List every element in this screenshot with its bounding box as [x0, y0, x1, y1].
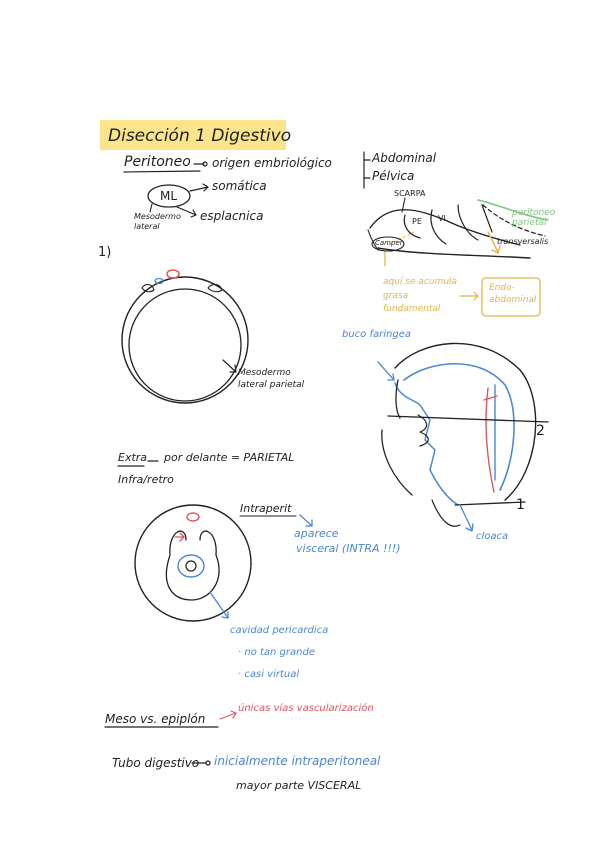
- mayor-parte-label: mayor parte VISCERAL: [236, 779, 362, 792]
- inicialmente-label: inicialmente intraperitoneal: [214, 754, 381, 768]
- page-title: Disección 1 Digestivo: [108, 126, 292, 146]
- unicas-vias-label: únicas vías vascularización: [238, 703, 374, 714]
- endo-box: [481, 277, 541, 317]
- section-2-label: 2: [536, 423, 545, 439]
- cloaca-label: cloaca: [476, 531, 509, 542]
- endo-label: Endo-abdominal: [489, 283, 537, 305]
- scarpa-label: SCARPA: [394, 189, 426, 198]
- aparece-label: aparece: [294, 527, 339, 540]
- abdominal-label: Abdominal: [372, 151, 437, 165]
- por-delante-label: por delante = PARIETAL: [164, 451, 295, 464]
- title-highlight: [100, 120, 286, 150]
- casi-virtual-label: · casi virtual: [238, 669, 300, 680]
- grasa-label: aquí se acumula grasa fundamental: [383, 277, 458, 314]
- meso-epiplon-label: Meso vs. epiplón: [105, 712, 206, 726]
- section-1-label: 1: [516, 497, 525, 513]
- step-1-label: 1): [98, 245, 112, 260]
- ml-ellipse: [147, 184, 191, 208]
- peritoneo-label: Peritoneo: [124, 154, 191, 170]
- embryo-inner-circle: [128, 288, 242, 402]
- vi-label: VI: [438, 214, 446, 223]
- buco-faringea-label: buco faringea: [342, 329, 411, 340]
- visceral-intra-label: visceral (INTRA !!!): [296, 542, 401, 555]
- transversalis-label: transversalis: [497, 237, 549, 246]
- extra-label: Extra: [118, 451, 148, 464]
- camper-ellipse: [371, 236, 405, 252]
- mesodermo-lateral-label: Mesodermo lateral: [134, 212, 181, 231]
- peritoneo-parietal-label: peritoneo parietal: [512, 208, 556, 228]
- camper-label: Camper: [375, 239, 403, 247]
- pericardial-outer-circle: [134, 504, 252, 622]
- somatica-label: somática: [212, 179, 267, 193]
- infra-retro-label: Infra/retro: [118, 473, 174, 486]
- intraperit-label: Intraperit: [240, 502, 292, 515]
- esplacnica-label: esplacnica: [200, 209, 264, 223]
- mesodermo-parietal-label: Mesodermo lateral parietal: [238, 368, 305, 390]
- no-tan-grande-label: · no tan grande: [238, 647, 315, 658]
- tubo-digestivo-label: Tubo digestivo: [112, 756, 200, 770]
- origen-label: origen embriológico: [212, 156, 332, 170]
- pe-label: PE: [412, 217, 422, 226]
- cavidad-label: cavidad pericardica: [230, 625, 329, 636]
- pelvica-label: Pélvica: [372, 169, 415, 183]
- embryo-outer-circle: [121, 276, 249, 404]
- ml-label: ML: [160, 189, 178, 203]
